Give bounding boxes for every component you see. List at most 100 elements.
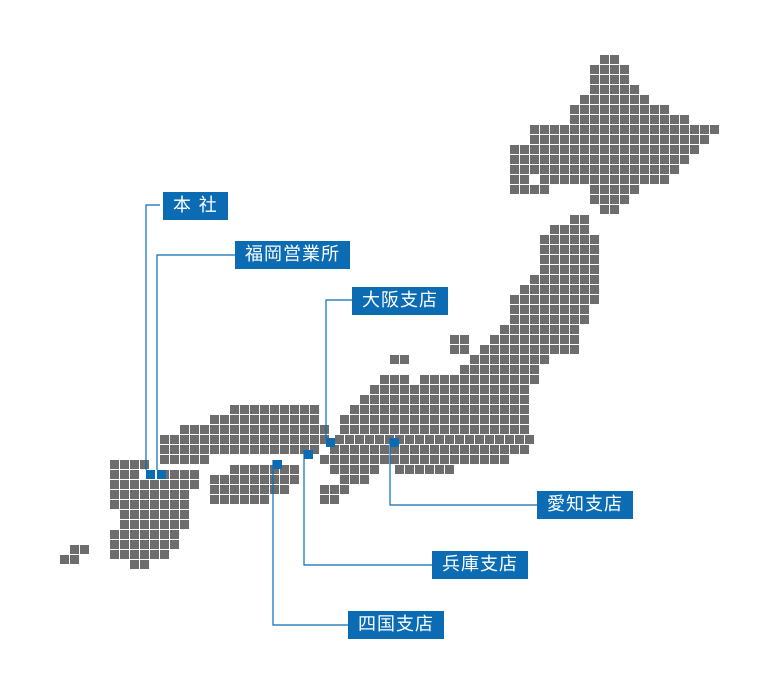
land-cell [430, 405, 439, 414]
land-cell [320, 425, 329, 434]
land-cell [600, 115, 609, 124]
land-cell [280, 485, 289, 494]
land-cell [350, 415, 359, 424]
land-cell [450, 385, 459, 394]
land-cell [550, 135, 559, 144]
land-cell [560, 335, 569, 344]
land-cell [130, 550, 139, 559]
land-cell [240, 485, 249, 494]
land-cell [110, 500, 119, 509]
leader-line-fukuoka [156, 254, 235, 470]
land-cell [440, 425, 449, 434]
office-marker[interactable] [304, 450, 313, 459]
land-cell [505, 435, 514, 444]
land-cell [580, 245, 589, 254]
land-cell [260, 415, 269, 424]
land-cell [220, 445, 229, 454]
land-cell [400, 385, 409, 394]
office-marker[interactable] [273, 460, 282, 469]
land-cell [390, 415, 399, 424]
land-cell [170, 470, 179, 479]
land-cell [570, 275, 579, 284]
land-cell [550, 245, 559, 254]
label-shikoku-branch[interactable]: 四国支店 [348, 611, 444, 639]
land-cell [560, 235, 569, 244]
land-cell [570, 335, 579, 344]
land-cell [630, 95, 639, 104]
land-cell [480, 395, 489, 404]
land-cell [700, 135, 709, 144]
land-cell [340, 475, 349, 484]
land-cell [120, 470, 129, 479]
label-aichi-branch[interactable]: 愛知支店 [537, 491, 633, 519]
land-cell [640, 95, 649, 104]
land-cell [510, 415, 519, 424]
land-cell [520, 155, 529, 164]
land-cell [250, 425, 259, 434]
land-cell [230, 485, 239, 494]
label-fukuoka-office[interactable]: 福岡営業所 [235, 241, 350, 269]
land-cell [270, 425, 279, 434]
land-cell [140, 510, 149, 519]
land-cell [200, 425, 209, 434]
land-cell [550, 235, 559, 244]
land-cell [360, 455, 369, 464]
land-cell [510, 145, 519, 154]
land-cell [590, 145, 599, 154]
land-cell [310, 425, 319, 434]
land-cell [530, 145, 539, 154]
land-cell [400, 455, 409, 464]
land-cell [180, 500, 189, 509]
land-cell [430, 375, 439, 384]
land-cell [580, 295, 589, 304]
label-osaka-branch[interactable]: 大阪支店 [352, 287, 448, 315]
land-cell [270, 475, 279, 484]
land-cell [580, 165, 589, 174]
label-hyogo-branch[interactable]: 兵庫支店 [432, 551, 528, 579]
land-cell [420, 405, 429, 414]
office-marker[interactable] [146, 470, 155, 479]
land-cell [190, 425, 199, 434]
land-cell [130, 530, 139, 539]
land-cell [120, 460, 129, 469]
land-cell [360, 405, 369, 414]
land-cell [475, 435, 484, 444]
land-cell [340, 485, 349, 494]
land-cell [660, 155, 669, 164]
land-cell [690, 135, 699, 144]
land-cell [355, 435, 364, 444]
leader-lines [145, 204, 537, 626]
land-cell [300, 405, 309, 414]
land-cell [380, 425, 389, 434]
land-cell [480, 445, 489, 454]
land-cell [510, 295, 519, 304]
land-cell [130, 510, 139, 519]
land-cell [495, 435, 504, 444]
land-cell [370, 465, 379, 474]
land-cell [170, 490, 179, 499]
land-cell [620, 75, 629, 84]
land-cell [220, 425, 229, 434]
land-cell [530, 125, 539, 134]
land-cell [150, 530, 159, 539]
land-cell [395, 465, 404, 474]
land-cell [170, 435, 179, 444]
land-cell [310, 405, 319, 414]
land-cell [630, 185, 639, 194]
land-cell [365, 435, 374, 444]
land-cell [270, 465, 279, 474]
office-marker[interactable] [326, 438, 335, 447]
land-cell [120, 550, 129, 559]
land-cell [530, 165, 539, 174]
land-cell [500, 385, 509, 394]
land-cell [680, 115, 689, 124]
land-cell [380, 415, 389, 424]
office-marker[interactable] [390, 438, 399, 447]
land-cell [570, 345, 579, 354]
office-marker[interactable] [157, 470, 166, 479]
land-cell [150, 480, 159, 489]
label-honsha[interactable]: 本 社 [163, 192, 228, 220]
land-cell [400, 445, 409, 454]
land-cell [540, 315, 549, 324]
land-cell [420, 385, 429, 394]
